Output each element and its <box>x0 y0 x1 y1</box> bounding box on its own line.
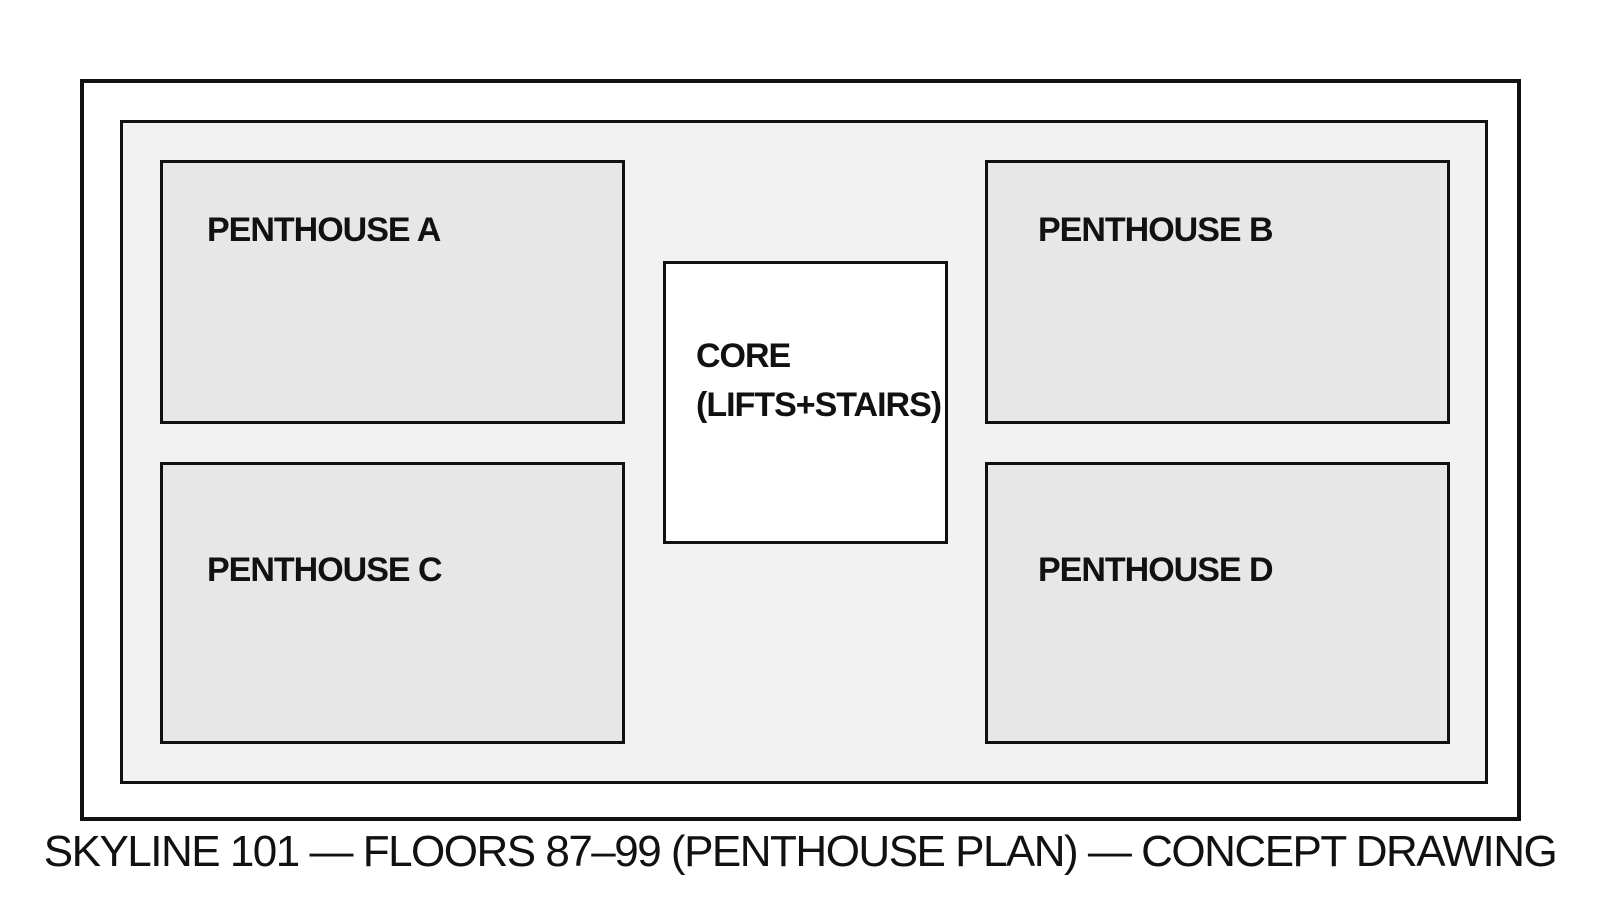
core-label-subtitle: (LIFTS+STAIRS) <box>696 386 942 424</box>
building-core: CORE (LIFTS+STAIRS) <box>663 261 948 544</box>
penthouse-a: PENTHOUSE A <box>160 160 625 424</box>
penthouse-c: PENTHOUSE C <box>160 462 625 744</box>
penthouse-b-label: PENTHOUSE B <box>1038 211 1274 249</box>
penthouse-a-label: PENTHOUSE A <box>207 211 441 249</box>
penthouse-d-label: PENTHOUSE D <box>1038 551 1274 589</box>
penthouse-c-label: PENTHOUSE C <box>207 551 443 589</box>
penthouse-b: PENTHOUSE B <box>985 160 1450 424</box>
penthouse-d: PENTHOUSE D <box>985 462 1450 744</box>
core-label-title: CORE <box>696 337 791 375</box>
core-label: CORE (LIFTS+STAIRS) <box>696 332 942 430</box>
drawing-caption: SKYLINE 101 — FLOORS 87–99 (PENTHOUSE PL… <box>43 827 1558 876</box>
